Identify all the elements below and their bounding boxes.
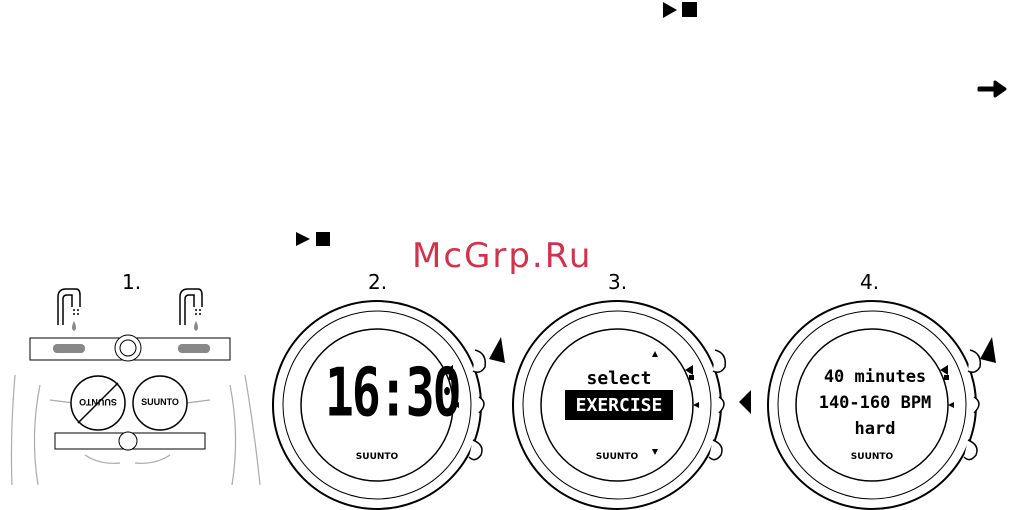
watch-brand-label: SUUNTO [842, 452, 902, 462]
press-arrow-icon [487, 335, 517, 365]
watch-info-line-3: hard [810, 419, 940, 439]
step-number-2: 2. [368, 270, 387, 294]
watch-time-display: 16:30 [325, 354, 435, 432]
watch-brand-label: SUUNTO [347, 452, 407, 462]
watch-info-line-2: 140-160 BPM [810, 393, 940, 413]
watch-step-3: select EXERCISE SUUNTO [515, 295, 730, 510]
chest-logo-flipped: SUUNTO [70, 397, 126, 407]
water-tap-icon [58, 289, 202, 325]
water-drop-icon [72, 321, 198, 331]
watch-step-4: 40 minutes 140-160 BPM hard SUUNTO [770, 295, 985, 510]
watch-menu-line-1: select [565, 368, 673, 389]
watch-menu-line-2: EXERCISE [565, 395, 673, 416]
watch-info-line-1: 40 minutes [810, 367, 940, 387]
back-arrow-icon [737, 390, 757, 420]
watch-step-2: 16:30 SUUNTO [275, 295, 490, 510]
step-number-3: 3. [608, 270, 627, 294]
press-arrow-icon [978, 335, 1008, 365]
step-number-4: 4. [860, 270, 879, 294]
watch-brand-label: SUUNTO [587, 452, 647, 462]
chest-logo: SUUNTO [132, 397, 188, 407]
watermark-text: McGrp.Ru [412, 236, 592, 276]
chest-strap-illustration: SUUNTO SUUNTO [0, 285, 270, 510]
